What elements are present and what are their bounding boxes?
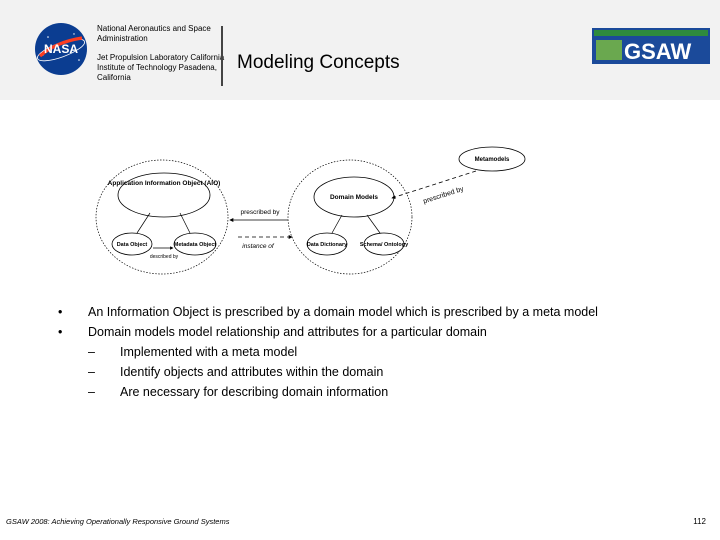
information-model-diagram: Application Information Object (AIO) Dat… <box>95 146 526 275</box>
sub-list-item: – Implemented with a meta model <box>58 345 698 365</box>
metamodels-node <box>458 146 526 172</box>
metadata-object-node <box>173 232 217 256</box>
data-dictionary-node <box>306 232 348 256</box>
data-object-node <box>111 232 153 256</box>
nasa-logo: NASA <box>35 23 87 75</box>
sub-bullet-text: Identify objects and attributes within t… <box>120 365 384 379</box>
domain-to-dictionary-link <box>331 214 343 234</box>
domain-models-label: Domain Models <box>330 194 378 201</box>
described-by-label: described by <box>150 254 179 260</box>
bullet-text: Domain models model relationship and att… <box>88 325 487 339</box>
schema-ontology-label: Schema/ Ontology <box>360 242 409 248</box>
page-number: 112 <box>693 517 706 526</box>
data-dictionary-label: Data Dictionary <box>307 242 348 248</box>
nasa-logo-text: NASA <box>44 42 78 56</box>
header-divider <box>221 26 223 86</box>
aio-label: Application Information Object (AIO) <box>108 180 221 187</box>
sub-list-item: – Identify objects and attributes within… <box>58 365 698 385</box>
aio-to-data-link <box>136 212 151 234</box>
bullet-text: An Information Object is prescribed by a… <box>88 305 598 319</box>
meta-prescribed-arrow <box>391 170 477 199</box>
data-object-label: Data Object <box>117 242 148 248</box>
bullet-marker: • <box>58 325 63 339</box>
bullet-marker: • <box>58 305 63 319</box>
footer-text: GSAW 2008: Achieving Operationally Respo… <box>6 517 230 526</box>
domain-boundary-circle <box>287 159 413 275</box>
org-name-jpl: Jet Propulsion Laboratory California Ins… <box>97 53 225 82</box>
prescribed-by-label: prescribed by <box>240 209 280 216</box>
dash-marker: – <box>88 365 95 379</box>
gsaw-logo-text: GSAW <box>624 39 691 64</box>
list-item: • An Information Object is prescribed by… <box>58 305 698 325</box>
org-name-nasa: National Aeronautics and Space Administr… <box>97 24 211 43</box>
sub-list-item: – Are necessary for describing domain in… <box>58 385 698 405</box>
instance-of-label: instance of <box>242 243 275 250</box>
sub-bullet-text: Implemented with a meta model <box>120 345 298 359</box>
aio-boundary-circle <box>95 159 229 275</box>
metadata-object-label: Metadata Object <box>174 242 217 248</box>
domain-to-schema-link <box>366 214 381 234</box>
aio-to-metadata-link <box>179 212 191 234</box>
metamodels-label: Metamodels <box>475 157 510 163</box>
dash-marker: – <box>88 385 95 399</box>
meta-prescribed-label: prescribed by <box>422 186 465 206</box>
schema-ontology-node <box>363 232 405 256</box>
list-item: • Domain models model relationship and a… <box>58 325 698 345</box>
dash-marker: – <box>88 345 95 359</box>
aio-node <box>117 172 211 218</box>
bullet-list: • An Information Object is prescribed by… <box>58 305 698 405</box>
sub-bullet-text: Are necessary for describing domain info… <box>120 385 389 399</box>
header-band: NASA National Aeronautics and Space Admi… <box>0 0 720 100</box>
page-title: Modeling Concepts <box>237 52 400 73</box>
gsaw-logo: GSAW <box>592 28 710 64</box>
